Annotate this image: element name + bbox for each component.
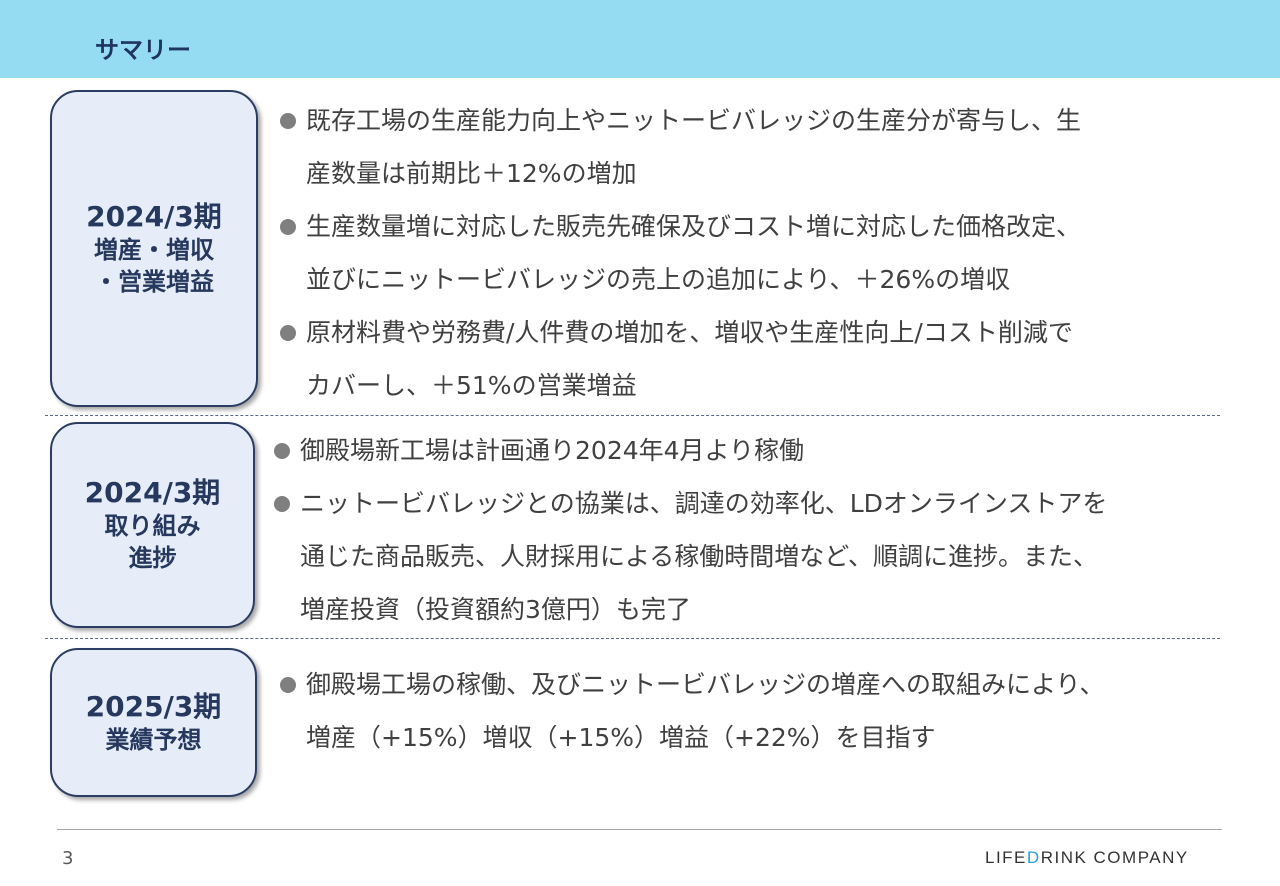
section-label-line: 2024/3期 [84, 476, 221, 509]
bullet-icon [280, 677, 296, 693]
bullet-text: カバーし、＋51%の営業増益 [306, 371, 637, 400]
list-item: 原材料費や労務費/人件費の増加を、増収や生産性向上/コスト削減でカバーし、＋51… [280, 306, 1081, 412]
bullet-text: ニットービバレッジとの協業は、調達の効率化、LDオンラインストアを [300, 489, 1108, 518]
list-item: 既存工場の生産能力向上やニットービバレッジの生産分が寄与し、生産数量は前期比＋1… [280, 94, 1081, 200]
footer-divider [57, 829, 1222, 830]
section-label-line: 取り組み [104, 512, 201, 540]
bullet-text: 増産投資（投資額約3億円）も完了 [300, 595, 691, 624]
page-number: 3 [62, 848, 74, 869]
bullet-icon [274, 496, 290, 512]
bullet-text: 並びにニットービバレッジの売上の追加により、＋26%の増収 [306, 265, 1011, 294]
section-label-line: 2024/3期 [86, 199, 222, 233]
list-item: 御殿場新工場は計画通り2024年4月より稼働 [274, 424, 1107, 477]
bullet-text: 増産（+15%）増収（+15%）増益（+22%）を目指す [306, 723, 936, 752]
bullet-icon [280, 113, 296, 129]
bullet-icon [280, 219, 296, 235]
company-logo: LIFEDRINK COMPANY [985, 848, 1189, 867]
list-item: ニットービバレッジとの協業は、調達の効率化、LDオンラインストアを通じた商品販売… [274, 477, 1107, 636]
list-item: 御殿場工場の稼働、及びニットービバレッジの増産への取組みにより、増産（+15%）… [280, 658, 1105, 764]
bullet-icon [274, 443, 290, 459]
section-label-line: ・営業増益 [94, 267, 214, 296]
bullet-icon [280, 325, 296, 341]
section-label-forecast: 2025/3期 業績予想 [50, 648, 257, 797]
section-label-line: 増産・増収 [94, 235, 214, 264]
bullet-text: 通じた商品販売、人財採用による稼働時間増など、順調に進捗。また、 [300, 542, 1099, 571]
bullet-list-results: 既存工場の生産能力向上やニットービバレッジの生産分が寄与し、生産数量は前期比＋1… [280, 94, 1081, 412]
page-title: サマリー [95, 36, 191, 64]
section-label-results: 2024/3期 増産・増収 ・営業増益 [50, 90, 258, 407]
bullet-list-progress: 御殿場新工場は計画通り2024年4月より稼働 ニットービバレッジとの協業は、調達… [274, 424, 1107, 636]
header-band [0, 0, 1280, 78]
bullet-text: 生産数量増に対応した販売先確保及びコスト増に対応した価格改定、 [306, 212, 1082, 241]
section-label-line: 進捗 [128, 544, 177, 572]
divider [45, 415, 1220, 416]
list-item: 生産数量増に対応した販売先確保及びコスト増に対応した価格改定、並びにニットービバ… [280, 200, 1081, 306]
section-label-line: 2025/3期 [85, 689, 222, 723]
bullet-text: 御殿場工場の稼働、及びニットービバレッジの増産への取組みにより、 [306, 670, 1105, 699]
section-label-line: 業績予想 [105, 725, 202, 754]
bullet-text: 御殿場新工場は計画通り2024年4月より稼働 [300, 436, 805, 465]
section-label-progress: 2024/3期 取り組み 進捗 [50, 422, 255, 628]
divider [45, 638, 1220, 639]
bullet-text: 産数量は前期比＋12%の増加 [306, 159, 637, 188]
bullet-text: 原材料費や労務費/人件費の増加を、増収や生産性向上/コスト削減で [306, 318, 1073, 347]
bullet-text: 既存工場の生産能力向上やニットービバレッジの生産分が寄与し、生 [306, 106, 1082, 135]
bullet-list-forecast: 御殿場工場の稼働、及びニットービバレッジの増産への取組みにより、増産（+15%）… [280, 658, 1105, 764]
